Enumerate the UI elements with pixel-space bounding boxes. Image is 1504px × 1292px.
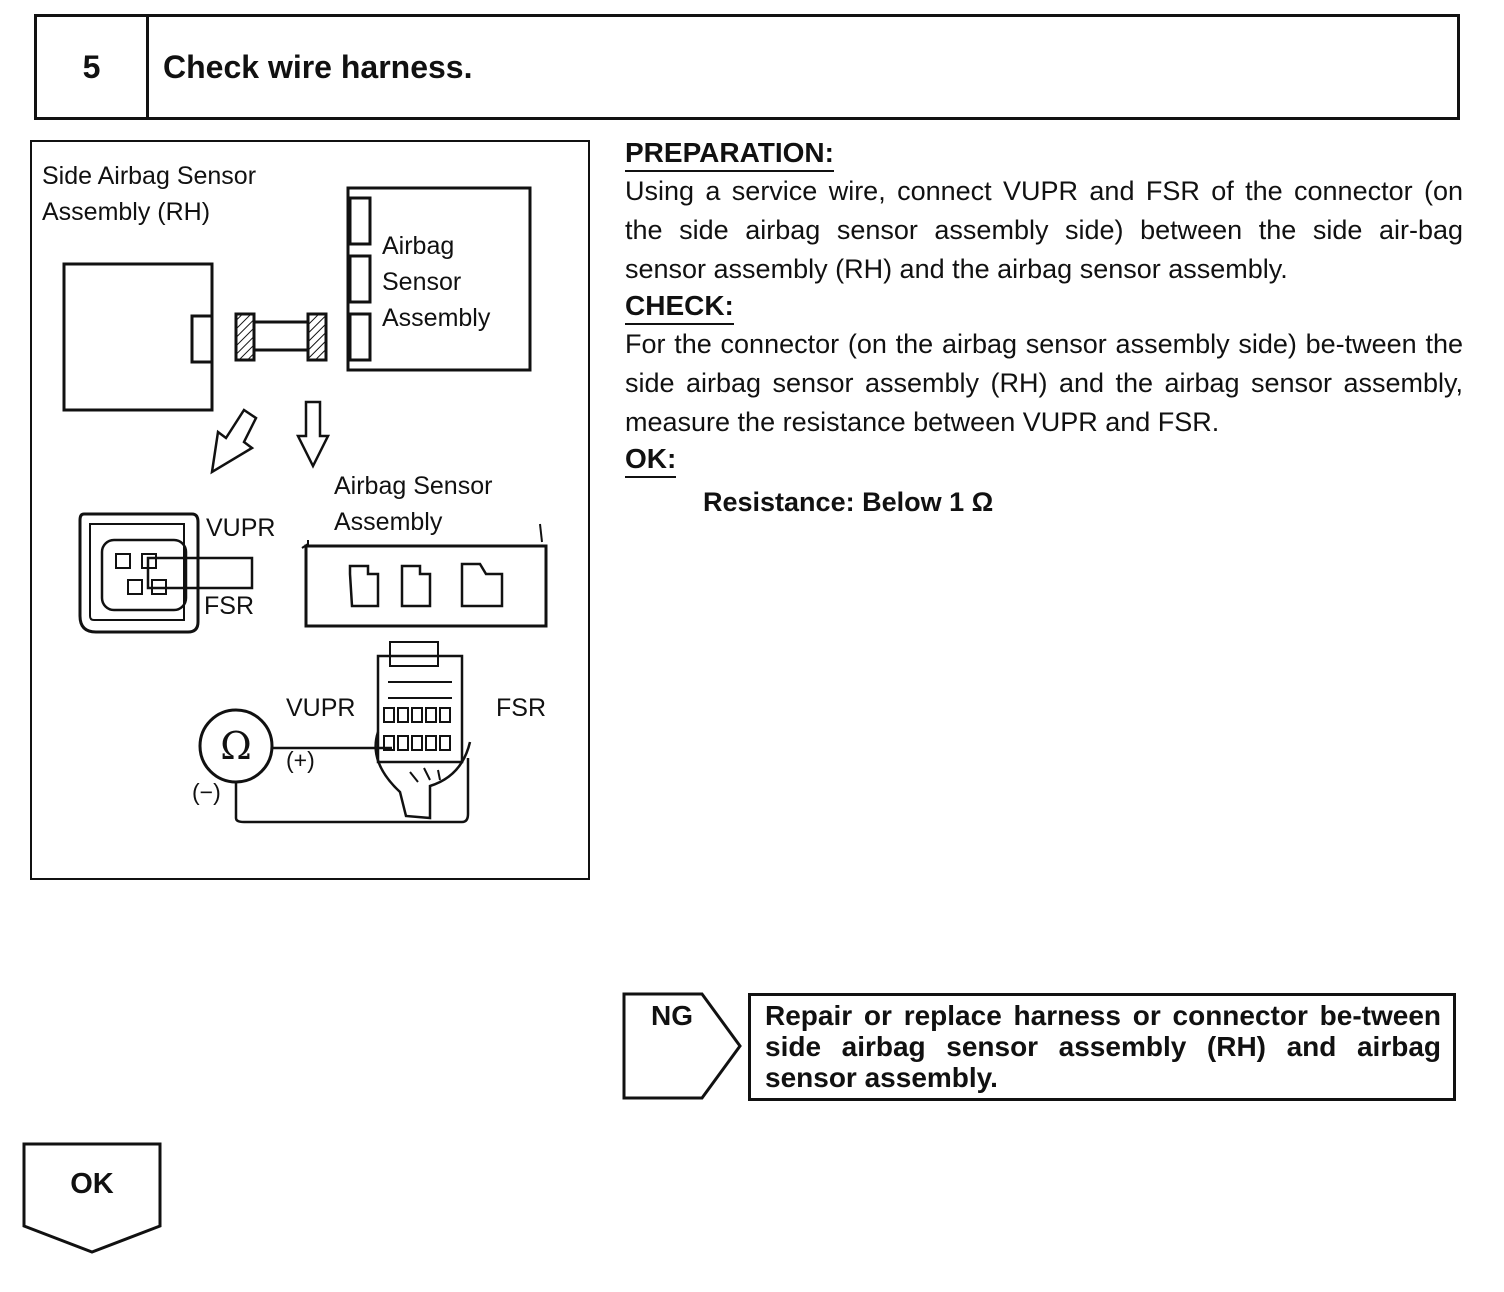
probe-connector	[376, 654, 464, 764]
pin-label-vupr: VUPR	[206, 514, 276, 542]
side-sensor-connector	[190, 314, 214, 364]
hand	[374, 731, 472, 820]
preparation-heading: PREPARATION:	[625, 136, 834, 172]
meter-label-vupr: VUPR	[286, 694, 356, 722]
ng-action: Repair or replace harness or connector b…	[748, 993, 1456, 1101]
ng-arrow-shape	[622, 992, 742, 1100]
arrow-down-icon	[295, 400, 331, 469]
ecu-connector-face	[304, 544, 548, 628]
probe-positive-label: (+)	[286, 747, 315, 773]
ok-branch: OK	[22, 1142, 164, 1256]
step-header: 5 Check wire harness.	[34, 14, 1460, 120]
ecu-body	[346, 186, 532, 372]
ohm-symbol: Ω	[220, 724, 252, 768]
ok-arrow-shape	[22, 1142, 162, 1254]
ecu-connector-3	[348, 312, 372, 362]
ng-branch: NG	[622, 992, 742, 1102]
preparation-text: Using a service wire, connect VUPR and F…	[625, 176, 1463, 284]
step-title: Check wire harness.	[163, 49, 473, 85]
instructions: PREPARATION: Using a service wire, conne…	[625, 136, 1463, 522]
ok-heading: OK:	[625, 442, 677, 478]
ecu-connector-2	[348, 254, 372, 304]
pin-label-fsr: FSR	[204, 592, 254, 620]
wiring-diagram: Ω Side Airbag Sensor Assembly (RH) Airba…	[30, 140, 590, 880]
check-heading: CHECK:	[625, 289, 734, 325]
ecu-connector-1	[348, 196, 372, 246]
connector-left	[234, 312, 256, 362]
ok-label: OK	[70, 1168, 114, 1200]
ecu-label: Airbag Sensor Assembly	[382, 232, 491, 332]
probe-negative-label: (−)	[192, 779, 221, 805]
connector-right	[306, 312, 328, 362]
side-sensor-label: Side Airbag Sensor Assembly (RH)	[42, 162, 257, 226]
step-number: 5	[37, 17, 149, 117]
arrow-down-left-icon	[210, 408, 258, 475]
ng-label: NG	[651, 1000, 693, 1031]
connector-label: Airbag Sensor Assembly	[334, 472, 493, 536]
meter-label-fsr: FSR	[496, 694, 546, 722]
side-connector-face	[78, 512, 200, 634]
check-text: For the connector (on the airbag sensor …	[625, 329, 1463, 437]
diagram-drawing: Ω	[62, 186, 548, 824]
resistance-spec: Resistance: Below 1 Ω	[703, 487, 994, 517]
side-sensor-body	[62, 262, 214, 412]
